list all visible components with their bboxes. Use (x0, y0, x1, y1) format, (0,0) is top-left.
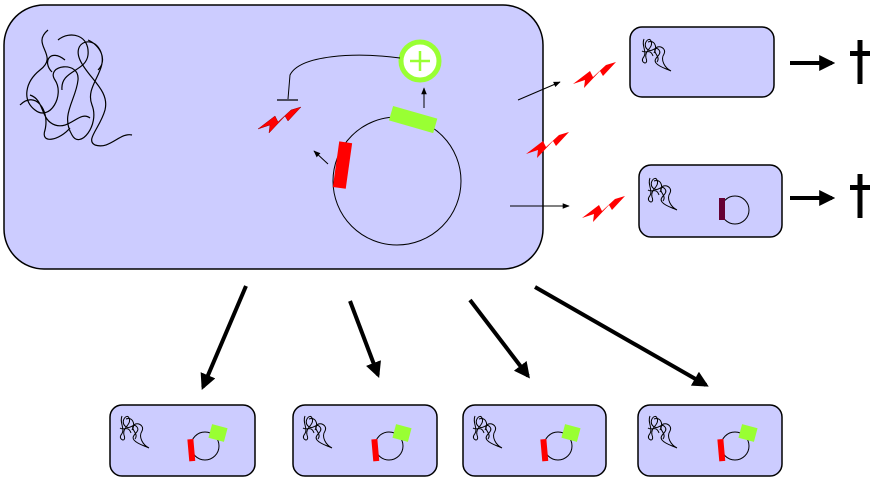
division-arrow-1 (200, 285, 248, 390)
daughter-cell-3 (462, 404, 607, 477)
dagger-icon (850, 40, 870, 84)
lightning-bolt-icon (573, 62, 616, 88)
toxin-expression-arrow (313, 150, 329, 165)
inhibition-line (287, 54, 401, 100)
daughter-cell-4 (637, 404, 783, 477)
plasmid-free-daughter-middle (638, 164, 783, 238)
lightning-bolt-icon (582, 196, 625, 222)
division-arrow-2 (348, 300, 381, 378)
arrow-to-top-bolt (517, 81, 561, 101)
plasmid-free-daughter-top (629, 26, 775, 98)
division-arrow-4 (534, 285, 709, 387)
antitoxin-gene (388, 105, 438, 134)
toxin-gene (332, 141, 353, 189)
chromosome-icon (19, 29, 133, 147)
dagger-icon (850, 174, 870, 218)
parent-cell (3, 4, 544, 270)
daughter-cell-2 (292, 404, 438, 477)
daughter-cell-1 (109, 404, 256, 477)
degraded-toxin-gene (719, 198, 725, 220)
division-arrow-3 (468, 298, 530, 379)
plus-in-circle-icon (401, 42, 439, 80)
